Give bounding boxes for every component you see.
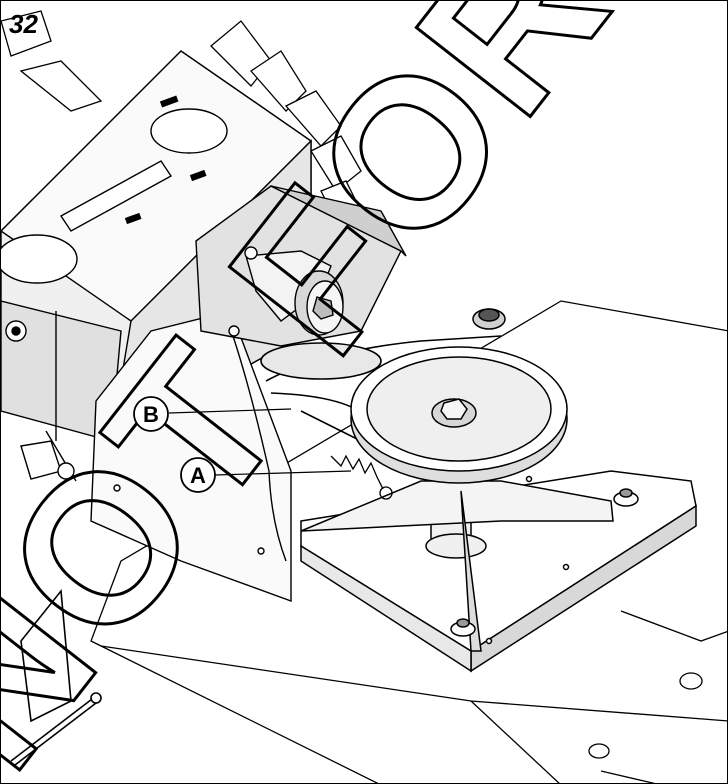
figure-number: 32 [9,9,38,39]
drive-pulley [300,308,697,673]
callout-a: A [180,457,216,493]
callout-b: B [133,396,169,432]
deck-rod [10,588,102,766]
tension-spring [330,454,393,500]
callout-a-label: A [190,463,206,488]
callout-b-label: B [143,402,159,427]
callout-leaders [168,408,352,476]
idler-pulley [244,246,344,336]
drive-belt [260,335,502,442]
cooling-fins [1,10,362,222]
